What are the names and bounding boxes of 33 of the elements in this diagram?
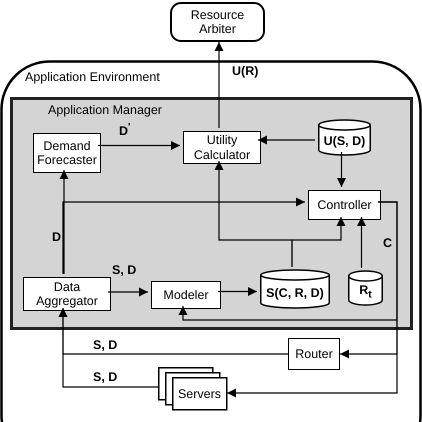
database-cylinder: R$_{t}$ [348, 271, 383, 305]
arrow [337, 152, 346, 187]
database-cylinder: U(S, D) [318, 120, 371, 155]
edge-label: S, D [112, 263, 136, 277]
process-box: Data Aggregator [23, 277, 111, 311]
arrow [258, 136, 315, 144]
database-cylinder: S(C, R, D) [260, 270, 330, 308]
process-box: Utility Calculator [183, 131, 261, 164]
process-box: Modeler [151, 281, 221, 309]
arrow [214, 42, 224, 128]
edge-label: D$^{'}$ [119, 122, 131, 138]
arrow [58, 308, 158, 388]
container-title: Application Manager [48, 103, 162, 117]
arrow [62, 198, 305, 274]
edge-label: C [383, 236, 392, 250]
process-box: Router [288, 338, 340, 370]
manager-panel [10, 97, 413, 330]
arrow [60, 170, 68, 274]
arrow [108, 288, 148, 296]
process-box: Controller [308, 190, 381, 220]
edge-label: D [52, 230, 62, 244]
container-title: Application Environment [25, 70, 160, 84]
edge-label: S, D [93, 338, 118, 352]
edge-label: S, D [93, 370, 118, 384]
environment-boundary [0, 60, 422, 422]
arrow [98, 141, 180, 150]
arrow [227, 201, 398, 398]
terminal-box: Resource Arbiter [170, 2, 265, 42]
arrow [218, 287, 257, 296]
arrow [357, 217, 366, 268]
edge-label: U(R) [232, 64, 258, 78]
process-box: Demand Forecaster [33, 133, 101, 173]
arrow [291, 217, 346, 267]
